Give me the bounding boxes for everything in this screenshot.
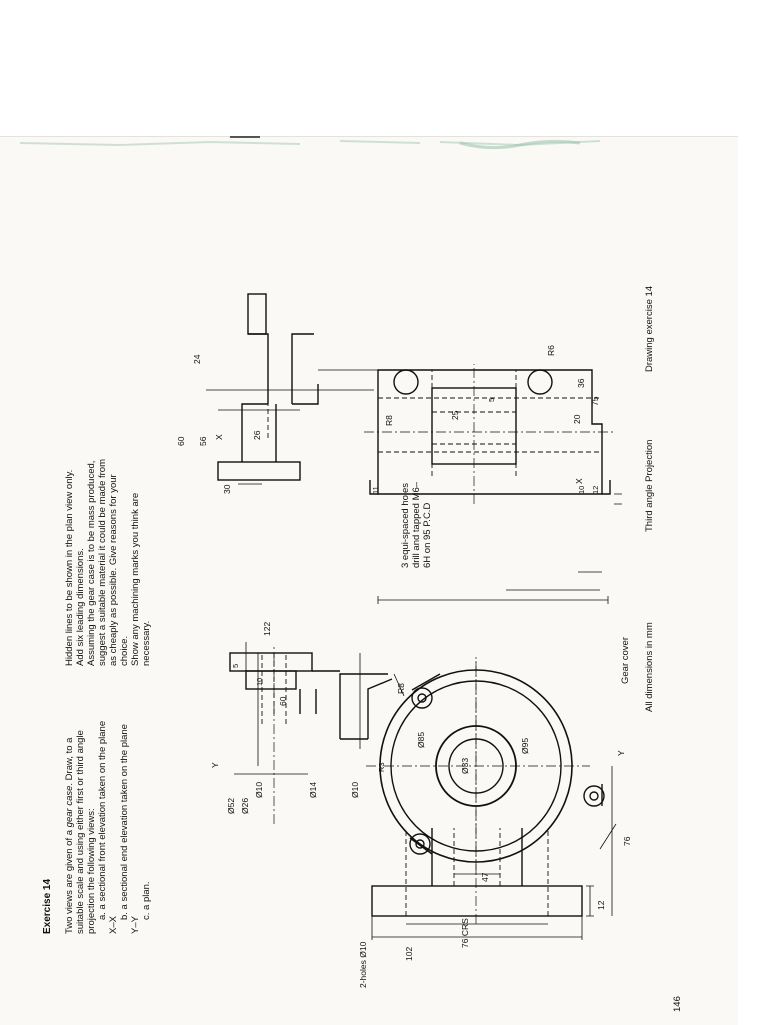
dim-5-left: 5 xyxy=(231,664,240,668)
hidden-hole-lines xyxy=(405,828,549,916)
side-arm-neck xyxy=(241,403,277,462)
side-dim-30-label: 30 xyxy=(222,484,232,494)
y-label-bottom: Y xyxy=(616,750,626,756)
side-dim-60-label: 60 xyxy=(176,436,186,446)
side-x-label-top: X xyxy=(214,434,224,440)
side-dim-5-label: 5 xyxy=(487,398,496,402)
side-top-flange xyxy=(217,461,301,481)
dim-line-5-10 xyxy=(242,642,250,672)
side-dim-26-label: 26 xyxy=(252,430,262,440)
dim-47: 47 xyxy=(480,872,490,882)
tapped-hole-right xyxy=(589,791,599,801)
dim-10-left: 10 xyxy=(255,678,264,686)
tapped-hole-top xyxy=(417,693,427,703)
dim-r3: R3 xyxy=(377,762,386,772)
dim-phi33: Ø33 xyxy=(460,758,470,774)
paper-sheet xyxy=(0,136,738,1025)
side-dim-24: 24 xyxy=(192,354,202,364)
hidden-arm-bore xyxy=(261,653,287,724)
side-dim-56-label: 56 xyxy=(198,436,208,446)
side-dim-r6-label: R6 xyxy=(546,345,556,356)
hidden-pedestal-lines xyxy=(453,828,501,886)
dim-76crs: 76 CRS xyxy=(460,918,470,948)
dim-phi10-b: Ø10 xyxy=(350,782,360,798)
dim-12: 12 xyxy=(596,900,606,910)
boss-lugs xyxy=(409,673,603,855)
holes-label: 2-holes Ø10 xyxy=(358,941,368,988)
boss-top xyxy=(411,687,433,709)
top-flange-hub xyxy=(245,670,297,690)
dim-phi10-a: Ø10 xyxy=(254,782,264,798)
side-dim-11-label: 11 xyxy=(371,486,380,494)
dim-phi85: Ø85 xyxy=(416,732,426,748)
y-label-top: Y xyxy=(210,762,220,768)
dim-60-left: 60 xyxy=(278,696,288,706)
dim-line-102 xyxy=(371,916,583,940)
side-x-label-bottom: X xyxy=(574,478,584,484)
dim-r8-left: R8 xyxy=(396,683,406,694)
side-dim-36-label: 36 xyxy=(576,378,586,388)
side-dim-20-label: 20 xyxy=(572,414,582,424)
side-boss-bottom xyxy=(527,369,553,395)
dim-102: 102 xyxy=(404,947,414,961)
dim-phi14: Ø14 xyxy=(308,782,318,798)
side-dim-r8-label: R8 xyxy=(384,415,394,426)
dim-phi52: Ø52 xyxy=(226,798,236,814)
side-hidden-walls xyxy=(378,397,602,453)
side-dim-75 xyxy=(377,596,609,604)
paper-top-stain xyxy=(19,136,601,150)
tapped-hole-bottom xyxy=(415,839,425,849)
side-boss-top xyxy=(393,369,419,395)
side-dim-12-label: 12 xyxy=(591,486,600,494)
side-dim-25-label: 25 xyxy=(450,410,460,420)
dim-76: 76 xyxy=(622,836,632,846)
dim-line-12 xyxy=(586,885,594,917)
dim-phi26: Ø26 xyxy=(240,798,250,814)
boss-bottom xyxy=(409,833,431,855)
side-base-ends xyxy=(369,480,611,495)
dim-phi95: Ø95 xyxy=(520,738,530,754)
side-arm-shoulder xyxy=(292,384,319,405)
base-flange-outline xyxy=(371,885,583,917)
side-dim-24-ext xyxy=(296,369,378,405)
arm-shoulders xyxy=(299,689,317,714)
arm-outline xyxy=(339,673,393,739)
side-dim-10-12 xyxy=(614,493,622,505)
side-arm-boss xyxy=(247,293,267,335)
dim-122: 122 xyxy=(262,622,272,636)
side-hidden-flange xyxy=(431,370,517,476)
leaders xyxy=(393,673,617,850)
side-dim-10-label: 10 xyxy=(577,486,586,494)
boss-right xyxy=(583,785,605,807)
side-arm xyxy=(248,333,314,404)
side-dim-75-label: 75 xyxy=(590,396,600,406)
